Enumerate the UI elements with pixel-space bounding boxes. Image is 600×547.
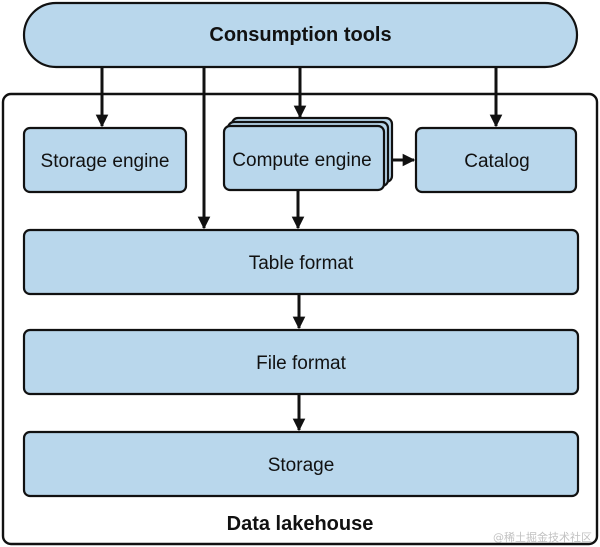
storage-engine-label: Storage engine (41, 151, 170, 172)
watermark-text: @稀土掘金技术社区 (493, 530, 592, 544)
storage-engine-box: Storage engine (22, 126, 188, 194)
catalog-box: Catalog (414, 126, 578, 194)
table-format-box: Table format (22, 228, 580, 296)
consumption-tools-label: Consumption tools (209, 24, 391, 46)
compute-engine-box: Compute engine (222, 116, 394, 192)
storage-box: Storage (22, 430, 580, 498)
consumption-tools-box: Consumption tools (22, 1, 579, 69)
file-format-label: File format (256, 353, 346, 374)
catalog-label: Catalog (464, 151, 530, 172)
file-format-box: File format (22, 328, 580, 396)
data-lakehouse-label: Data lakehouse (227, 513, 374, 535)
table-format-label: Table format (249, 253, 354, 274)
storage-label: Storage (268, 455, 335, 476)
compute-engine-label: Compute engine (232, 150, 371, 171)
